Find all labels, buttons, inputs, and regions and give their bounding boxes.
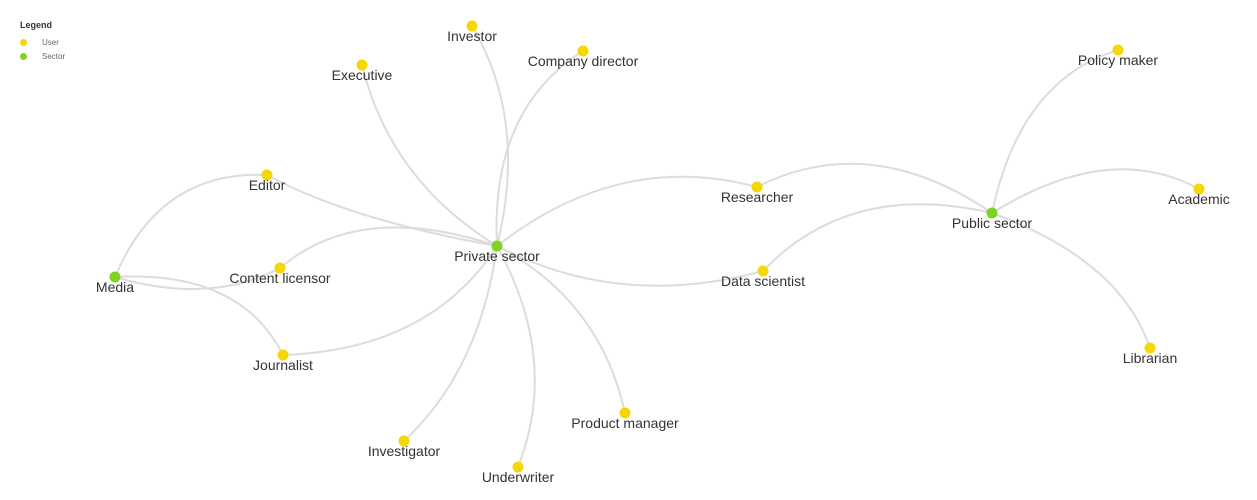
edge-private-journalist xyxy=(282,245,498,356)
node-media-dot[interactable] xyxy=(109,271,121,283)
edge-private-investor xyxy=(471,25,510,247)
node-public-label: Public sector xyxy=(952,215,1032,231)
edge-media-editor xyxy=(114,173,268,278)
node-media-label: Media xyxy=(96,279,134,295)
node-investor-dot[interactable] xyxy=(466,20,478,32)
edges-layer xyxy=(114,25,1200,468)
node-journalist-dot[interactable] xyxy=(277,349,289,361)
node-investor-label: Investor xyxy=(447,28,497,44)
node-private-dot[interactable] xyxy=(491,240,503,252)
legend-sector-dot xyxy=(20,52,27,60)
edge-public-academic xyxy=(991,168,1200,214)
edge-media-content-licensor xyxy=(114,267,281,291)
edge-private-product-manager xyxy=(496,245,626,414)
node-investigator-label: Investigator xyxy=(368,443,441,459)
node-librarian-dot[interactable] xyxy=(1144,342,1156,354)
edge-public-data-scientist xyxy=(762,203,993,272)
node-policy-maker-label: Policy maker xyxy=(1078,52,1158,68)
node-researcher[interactable]: Researcher xyxy=(721,181,794,206)
legend-item-sector: Sector xyxy=(20,49,65,63)
legend-user-dot xyxy=(20,38,27,46)
legend-item-user: User xyxy=(20,35,65,49)
node-public[interactable]: Public sector xyxy=(952,207,1032,232)
node-content-licensor[interactable]: Content licensor xyxy=(229,262,331,287)
node-data-scientist-label: Data scientist xyxy=(721,273,805,289)
edge-public-policy-maker xyxy=(991,49,1119,214)
node-private[interactable]: Private sector xyxy=(454,240,540,265)
node-media[interactable]: Media xyxy=(96,271,134,296)
node-librarian-label: Librarian xyxy=(1123,350,1177,366)
node-data-scientist-dot[interactable] xyxy=(757,265,769,277)
node-investigator[interactable]: Investigator xyxy=(368,435,441,460)
node-content-licensor-label: Content licensor xyxy=(229,270,331,286)
node-policy-maker[interactable]: Policy maker xyxy=(1078,44,1158,69)
node-product-manager[interactable]: Product manager xyxy=(571,407,679,432)
node-investigator-dot[interactable] xyxy=(398,435,410,447)
node-academic-label: Academic xyxy=(1168,191,1229,207)
node-executive[interactable]: Executive xyxy=(332,59,393,84)
node-editor[interactable]: Editor xyxy=(249,169,286,194)
node-private-label: Private sector xyxy=(454,248,540,264)
node-company-director[interactable]: Company director xyxy=(528,45,639,70)
node-researcher-label: Researcher xyxy=(721,189,794,205)
node-academic-dot[interactable] xyxy=(1193,183,1205,195)
node-company-director-label: Company director xyxy=(528,53,639,69)
node-editor-label: Editor xyxy=(249,177,286,193)
edge-public-researcher xyxy=(756,162,993,214)
node-editor-dot[interactable] xyxy=(261,169,273,181)
legend-user-label: User xyxy=(42,37,59,47)
edge-private-data-scientist xyxy=(496,245,764,287)
edge-private-company-director xyxy=(495,50,584,247)
edge-private-editor xyxy=(266,174,498,247)
legend-title: Legend xyxy=(20,20,53,30)
node-executive-dot[interactable] xyxy=(356,59,368,71)
edge-public-librarian xyxy=(991,212,1151,349)
edge-private-executive xyxy=(361,64,498,247)
edge-private-investigator xyxy=(403,245,498,442)
node-researcher-dot[interactable] xyxy=(751,181,763,193)
legend-sector-label: Sector xyxy=(42,51,66,61)
node-academic[interactable]: Academic xyxy=(1168,183,1230,208)
node-content-licensor-dot[interactable] xyxy=(274,262,286,274)
node-data-scientist[interactable]: Data scientist xyxy=(721,265,805,290)
node-librarian[interactable]: Librarian xyxy=(1123,342,1177,367)
node-company-director-dot[interactable] xyxy=(577,45,589,57)
edge-private-researcher xyxy=(496,175,758,247)
node-product-manager-label: Product manager xyxy=(571,415,679,431)
edge-private-underwriter xyxy=(496,245,536,468)
node-public-dot[interactable] xyxy=(986,207,998,219)
edge-private-content-licensor xyxy=(279,226,498,269)
node-underwriter[interactable]: Underwriter xyxy=(482,461,555,486)
legend: Legend User Sector xyxy=(20,20,65,63)
node-product-manager-dot[interactable] xyxy=(619,407,631,419)
node-journalist-label: Journalist xyxy=(253,357,313,373)
node-journalist[interactable]: Journalist xyxy=(253,349,313,374)
edge-media-journalist xyxy=(114,275,284,356)
node-policy-maker-dot[interactable] xyxy=(1112,44,1124,56)
node-underwriter-label: Underwriter xyxy=(482,469,555,485)
node-investor[interactable]: Investor xyxy=(447,20,497,45)
node-underwriter-dot[interactable] xyxy=(512,461,524,473)
node-executive-label: Executive xyxy=(332,67,393,83)
